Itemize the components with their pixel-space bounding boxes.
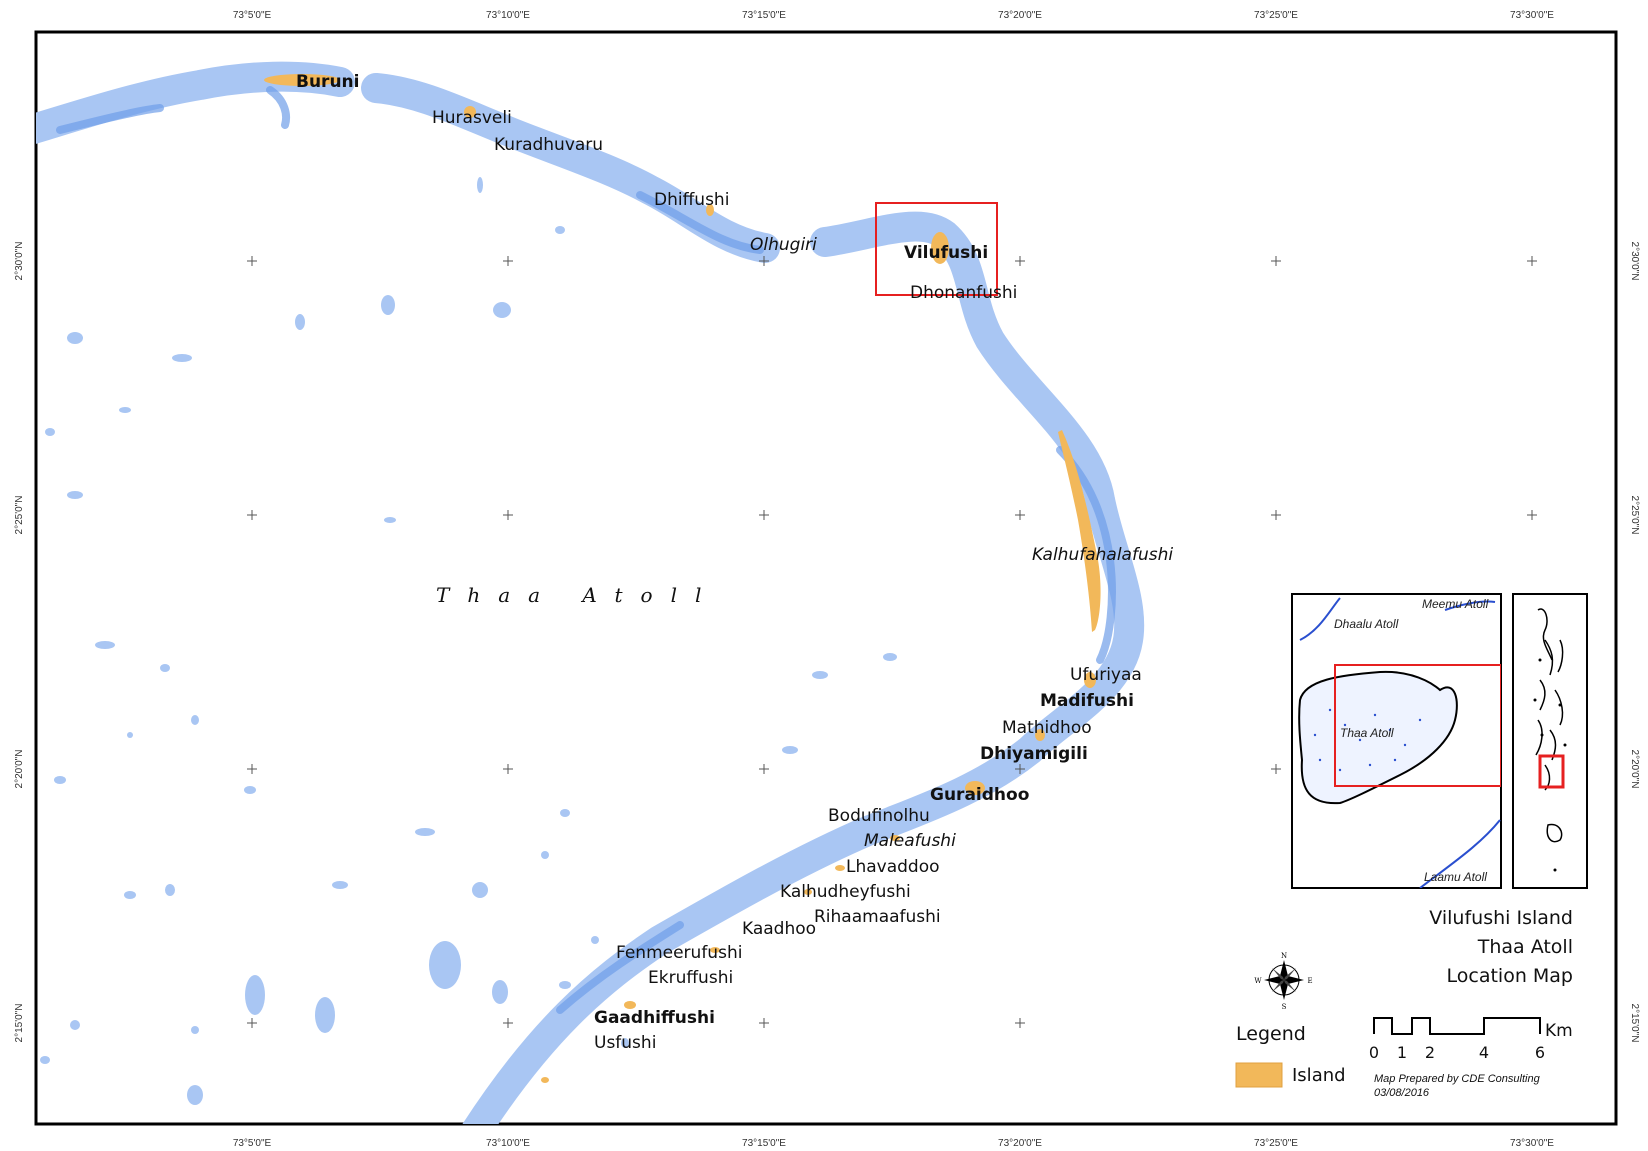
lat-label: 2°15'0"N [14, 1004, 25, 1043]
graticule [247, 256, 1537, 1028]
lon-label: 73°20'0"E [998, 10, 1042, 21]
inset-label-meemu: Meemu Atoll [1422, 597, 1489, 611]
scale-tick: 6 [1535, 1043, 1545, 1062]
title-line-2: Thaa Atoll [1477, 936, 1573, 958]
legend-island-swatch [1235, 1062, 1283, 1088]
map-content: Buruni Hurasveli Kuradhuvaru Dhiffushi O… [36, 61, 1537, 1124]
inset-thaa-highlight [1334, 664, 1501, 787]
lon-label: 73°15'0"E [742, 1138, 786, 1149]
label-vilufushi: Vilufushi [904, 243, 988, 263]
label-gaadhiffushi: Gaadhiffushi [594, 1008, 715, 1028]
legend-heading: Legend [1236, 1023, 1306, 1045]
lon-label: 73°25'0"E [1254, 10, 1298, 21]
credit-line-1: Map Prepared by CDE Consulting [1374, 1073, 1541, 1085]
lat-labels-right: 2°30'0"N 2°25'0"N 2°20'0"N 2°15'0"N [1629, 242, 1640, 1043]
lon-label: 73°30'0"E [1510, 10, 1554, 21]
compass-n: N [1281, 952, 1287, 960]
lon-label: 73°10'0"E [486, 10, 530, 21]
patch-reefs [40, 177, 897, 1105]
islands [264, 74, 1101, 1083]
lon-label: 73°20'0"E [998, 1138, 1042, 1149]
label-rihaamaafushi: Rihaamaafushi [814, 907, 941, 927]
inset-label-dhaalu: Dhaalu Atoll [1334, 617, 1399, 631]
inset-regional: Meemu Atoll Dhaalu Atoll Thaa Atoll Laam… [1291, 593, 1502, 889]
label-bodufinolhu: Bodufinolhu [828, 806, 930, 826]
lon-label: 73°10'0"E [486, 1138, 530, 1149]
scale-tick: 4 [1479, 1043, 1489, 1062]
lat-label: 2°30'0"N [14, 242, 25, 281]
vilufushi-highlight-box [875, 202, 998, 296]
lon-label: 73°25'0"E [1254, 1138, 1298, 1149]
lat-label: 2°25'0"N [14, 496, 25, 535]
lon-label: 73°5'0"E [233, 1138, 272, 1149]
lat-label: 2°30'0"N [1629, 242, 1640, 281]
compass-rose-icon: N S E W [1254, 952, 1312, 1011]
label-kalhufahalafushi: Kalhufahalafushi [1032, 545, 1173, 565]
inset-thaa-outline [1298, 670, 1458, 805]
label-ufuriyaa: Ufuriyaa [1070, 665, 1142, 685]
label-guraidhoo: Guraidhoo [930, 785, 1029, 805]
label-kalhudheyfushi: Kalhudheyfushi [780, 882, 911, 902]
inset-label-thaa: Thaa Atoll [1340, 726, 1394, 740]
lat-label: 2°15'0"N [1629, 1004, 1640, 1043]
lon-label: 73°30'0"E [1510, 1138, 1554, 1149]
scale-tick: 2 [1425, 1043, 1435, 1062]
lat-labels-left: 2°30'0"N 2°25'0"N 2°20'0"N 2°15'0"N [14, 242, 25, 1043]
compass-e: E [1307, 977, 1312, 985]
scale-tick: 1 [1397, 1043, 1407, 1062]
map-credit: Map Prepared by CDE Consulting 03/08/201… [1374, 1073, 1541, 1099]
credit-line-2: 03/08/2016 [1374, 1087, 1430, 1099]
label-dhiffushi: Dhiffushi [654, 190, 729, 210]
label-dhiyamigili: Dhiyamigili [980, 744, 1088, 764]
label-madifushi: Madifushi [1040, 691, 1134, 711]
map-frame [34, 30, 1618, 1126]
lon-label: 73°15'0"E [742, 10, 786, 21]
label-ekruffushi: Ekruffushi [648, 968, 733, 988]
title-line-3: Location Map [1447, 965, 1574, 987]
label-lhavaddoo: Lhavaddoo [846, 857, 940, 877]
label-buruni: Buruni [296, 72, 359, 92]
lon-label: 73°5'0"E [233, 10, 272, 21]
map-title: Vilufushi Island Thaa Atoll Location Map [1429, 907, 1573, 987]
title-line-1: Vilufushi Island [1429, 907, 1573, 929]
lat-label: 2°20'0"N [1629, 750, 1640, 789]
inset-country [1512, 593, 1588, 889]
label-usfushi: Usfushi [594, 1033, 656, 1053]
label-olhugiri: Olhugiri [750, 235, 817, 255]
label-thaa-atoll: Thaa Atoll [436, 583, 719, 607]
lat-label: 2°20'0"N [14, 750, 25, 789]
compass-s: S [1282, 1003, 1287, 1011]
label-kuradhuvaru: Kuradhuvaru [494, 135, 603, 155]
label-hurasveli: Hurasveli [432, 108, 512, 128]
compass-w: W [1254, 977, 1262, 985]
lon-labels-top: 73°5'0"E 73°10'0"E 73°15'0"E 73°20'0"E 7… [233, 10, 1554, 21]
label-mathidhoo: Mathidhoo [1002, 718, 1092, 738]
place-labels: Buruni Hurasveli Kuradhuvaru Dhiffushi O… [296, 72, 1173, 1053]
scale-bar: Km 0 1 2 4 6 [1369, 1017, 1573, 1062]
lon-labels-bottom: 73°5'0"E 73°10'0"E 73°15'0"E 73°20'0"E 7… [233, 1138, 1554, 1149]
legend-island-label: Island [1292, 1065, 1346, 1086]
scale-unit: Km [1545, 1021, 1573, 1041]
inset-country-highlight [1538, 754, 1565, 789]
reef-rim-detail [56, 86, 1116, 1014]
scale-tick: 0 [1369, 1043, 1379, 1062]
label-dhonanfushi: Dhonanfushi [910, 283, 1017, 303]
lat-label: 2°25'0"N [1629, 496, 1640, 535]
label-fenmeerufushi: Fenmeerufushi [616, 943, 742, 963]
label-maleafushi: Maleafushi [864, 831, 956, 851]
label-kaadhoo: Kaadhoo [742, 919, 816, 939]
inset-label-laamu: Laamu Atoll [1424, 870, 1487, 884]
legend: Legend Island [1235, 1023, 1346, 1088]
